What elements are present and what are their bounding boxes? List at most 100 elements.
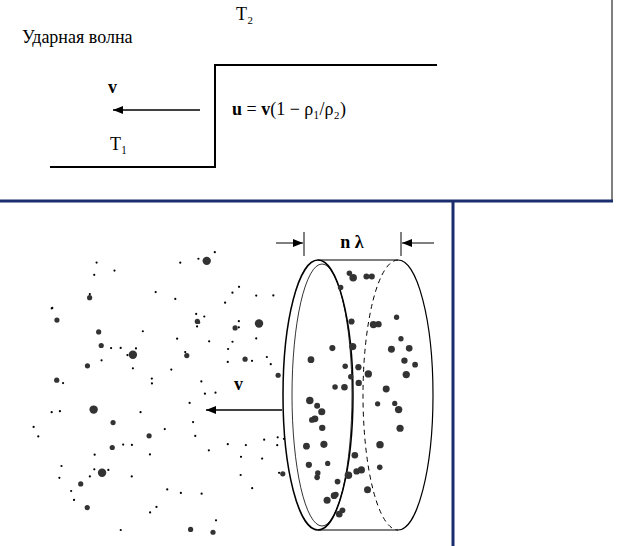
- particle: [283, 438, 285, 440]
- particle: [192, 421, 194, 423]
- particle: [315, 470, 320, 475]
- particle: [358, 466, 365, 473]
- dimension-label: n λ: [340, 232, 363, 253]
- particle: [355, 364, 361, 370]
- particle: [176, 338, 178, 340]
- particle: [58, 477, 60, 479]
- particle: [89, 293, 91, 295]
- particle: [54, 317, 59, 322]
- particle: [392, 401, 397, 406]
- particle: [195, 319, 200, 324]
- particle: [96, 329, 101, 334]
- particle: [122, 443, 124, 445]
- particle: [120, 529, 122, 531]
- velocity-arrow: [206, 409, 282, 410]
- particle: [394, 315, 399, 320]
- particle: [324, 497, 331, 504]
- annotation-label: u = v(1 − ρ₁/ρ₂): [232, 99, 346, 120]
- particle: [146, 433, 151, 438]
- particle: [383, 386, 390, 393]
- particle: [352, 452, 359, 459]
- particle: [113, 270, 115, 272]
- particle: [251, 360, 253, 362]
- particle: [356, 380, 362, 386]
- particle: [139, 411, 141, 413]
- particle: [276, 373, 281, 378]
- cylinder-front: [283, 260, 353, 530]
- particle: [319, 425, 325, 431]
- particle: [364, 486, 371, 493]
- particle: [320, 441, 327, 448]
- particle: [365, 370, 372, 377]
- cylinder-edge: [318, 529, 398, 530]
- dimension-tick: [401, 232, 402, 256]
- particle: [240, 474, 242, 476]
- particle: [370, 321, 377, 328]
- cylinder-front-rim: [292, 264, 352, 526]
- particle: [395, 406, 402, 413]
- annotation-label: T₂: [236, 4, 253, 25]
- particle: [377, 465, 383, 471]
- particle: [155, 291, 157, 293]
- particle: [238, 326, 240, 328]
- particle: [208, 340, 210, 342]
- particle: [151, 382, 153, 384]
- particle: [412, 362, 418, 368]
- particle: [403, 371, 410, 378]
- particle: [401, 357, 407, 363]
- particle: [278, 472, 280, 474]
- particle: [242, 357, 247, 362]
- particle: [149, 453, 151, 455]
- particle: [89, 475, 91, 477]
- particle: [251, 487, 253, 489]
- particle: [227, 348, 229, 350]
- particle: [342, 363, 347, 368]
- particle: [33, 426, 35, 428]
- particle: [325, 461, 330, 466]
- particle: [131, 475, 133, 477]
- particle: [349, 343, 356, 350]
- dimension-tick: [304, 232, 305, 256]
- particle: [110, 420, 115, 425]
- particle: [210, 530, 215, 535]
- particle: [188, 527, 193, 532]
- particle: [59, 410, 61, 412]
- particle: [78, 481, 83, 486]
- particle: [272, 294, 274, 296]
- particle: [85, 505, 90, 510]
- particle: [255, 337, 257, 339]
- particle: [231, 341, 233, 343]
- particle: [348, 374, 353, 379]
- particle: [303, 443, 310, 450]
- particle: [70, 490, 72, 492]
- particle: [200, 380, 202, 382]
- particle: [375, 401, 380, 406]
- particle: [270, 363, 272, 365]
- particle: [184, 353, 189, 358]
- particle: [54, 378, 59, 383]
- particle: [166, 488, 168, 490]
- particle: [189, 402, 191, 404]
- particle: [93, 274, 95, 276]
- particle: [349, 274, 357, 282]
- particle: [263, 439, 265, 441]
- particle: [126, 354, 128, 356]
- particle: [110, 445, 115, 450]
- particle: [87, 295, 92, 300]
- particle: [120, 347, 122, 349]
- particle: [240, 456, 242, 458]
- particle: [149, 511, 151, 513]
- particle: [51, 411, 53, 413]
- particle: [238, 320, 240, 322]
- particle: [94, 454, 96, 456]
- particle: [201, 493, 203, 495]
- particle: [280, 471, 285, 476]
- particle: [180, 492, 182, 494]
- particle: [204, 393, 206, 395]
- particle: [398, 336, 403, 341]
- particle: [245, 444, 247, 446]
- particle: [255, 294, 257, 296]
- particle: [332, 384, 338, 390]
- particle: [95, 261, 97, 263]
